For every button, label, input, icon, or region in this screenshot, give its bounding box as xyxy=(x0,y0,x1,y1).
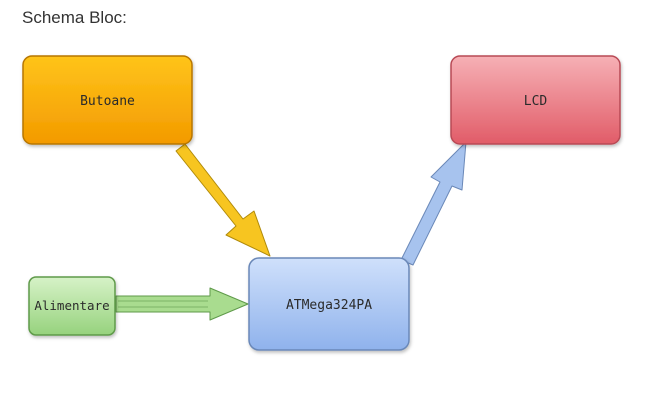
node-lcd-label: LCD xyxy=(524,94,548,109)
node-butoane: Butoane xyxy=(22,55,193,145)
node-alimentare-label: Alimentare xyxy=(34,298,109,313)
edge-butoane-to-mcu xyxy=(175,143,271,257)
node-butoane-label: Butoane xyxy=(80,94,135,109)
node-alimentare: Alimentare xyxy=(28,276,116,336)
node-mcu-label: ATMega324PA xyxy=(286,298,372,313)
node-mcu: ATMega324PA xyxy=(248,257,410,351)
edge-mcu-to-lcd xyxy=(400,141,467,266)
node-lcd: LCD xyxy=(450,55,621,145)
diagram-heading: Schema Bloc: xyxy=(22,8,127,27)
edge-alimentare-to-mcu xyxy=(115,287,249,321)
